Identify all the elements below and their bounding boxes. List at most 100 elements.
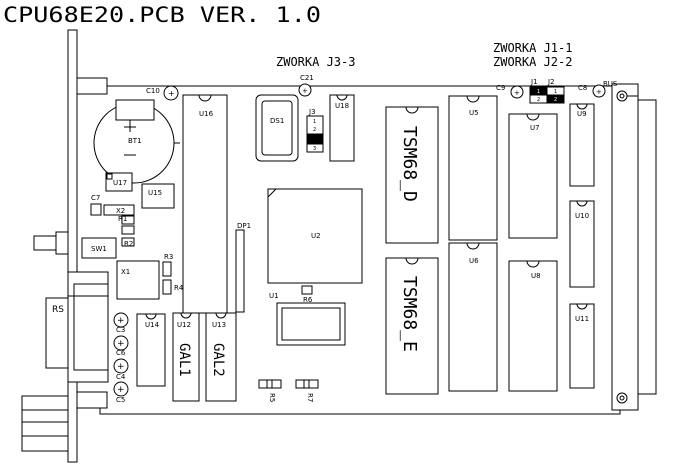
chip-u10 bbox=[569, 200, 595, 288]
j3-pin-1: 1 bbox=[313, 119, 316, 125]
cap-c4: + bbox=[113, 358, 129, 374]
cap-c6: + bbox=[113, 335, 129, 351]
j2-pin-1: 1 bbox=[554, 89, 557, 95]
resistor-r5 bbox=[258, 379, 282, 389]
chip-u17 bbox=[105, 172, 133, 192]
resistor-r6 bbox=[301, 285, 313, 295]
note-zworka-j22: ZWORKA J2-2 bbox=[493, 55, 572, 69]
cap-c9: + bbox=[510, 85, 524, 99]
ref-c4: C4 bbox=[116, 373, 126, 381]
ref-u13: U13 bbox=[212, 321, 226, 329]
ref-r7: R7 bbox=[306, 393, 314, 402]
resistor-r3 bbox=[162, 261, 172, 295]
ref-x2: X2 bbox=[116, 207, 125, 215]
cap-c5: + bbox=[113, 381, 129, 397]
ref-u8: U8 bbox=[531, 272, 541, 280]
ref-u15: U15 bbox=[148, 189, 162, 197]
ref-u17: U17 bbox=[113, 179, 127, 187]
ref-c10: C10 bbox=[146, 87, 160, 95]
ref-u6: U6 bbox=[469, 257, 479, 265]
ref-u18: U18 bbox=[335, 102, 349, 110]
j3-pin-2: 2 bbox=[313, 127, 316, 133]
switch-sw1 bbox=[81, 237, 117, 259]
svg-text:+: + bbox=[596, 88, 602, 96]
ref-ds1: DS1 bbox=[270, 117, 284, 125]
component-dp1 bbox=[235, 229, 245, 313]
ref-u5: U5 bbox=[469, 109, 479, 117]
note-zworka-j33: ZWORKA J3-3 bbox=[276, 55, 355, 69]
chip-u18 bbox=[329, 94, 355, 162]
ref-u11: U11 bbox=[575, 315, 589, 323]
ref-u7: U7 bbox=[530, 124, 540, 132]
rs-connector bbox=[45, 271, 109, 383]
j1-pin-2: 2 bbox=[537, 97, 540, 103]
chip-u2 bbox=[267, 188, 363, 284]
ref-r5: R5 bbox=[268, 393, 276, 402]
resistor-r1 bbox=[121, 215, 135, 247]
ref-c5: C5 bbox=[116, 396, 125, 404]
pcb-outline bbox=[76, 77, 621, 415]
ref-r4: R4 bbox=[174, 284, 184, 292]
label-tsm68-e: TSM68_E bbox=[399, 276, 420, 352]
j2-pin-2: 2 bbox=[554, 97, 557, 103]
ref-rs: RS bbox=[52, 305, 64, 315]
ref-r2: R2 bbox=[124, 240, 133, 248]
chip-u7 bbox=[508, 113, 558, 239]
ref-u14: U14 bbox=[145, 321, 160, 329]
chip-u16 bbox=[182, 94, 228, 314]
svg-text:+: + bbox=[117, 316, 125, 326]
ref-u12: U12 bbox=[177, 321, 191, 329]
svg-text:+: + bbox=[168, 89, 175, 98]
chip-u9 bbox=[569, 103, 595, 187]
svg-text:+: + bbox=[117, 385, 125, 395]
svg-text:+: + bbox=[117, 339, 125, 349]
jumper-j1-j2 bbox=[529, 86, 565, 104]
chip-tsm68-d bbox=[385, 106, 439, 244]
chip-u6 bbox=[448, 242, 498, 392]
ref-r1: R1 bbox=[118, 215, 127, 223]
ref-j1: J1 bbox=[530, 78, 538, 86]
ref-c9: C9 bbox=[496, 84, 505, 92]
svg-text:+: + bbox=[514, 89, 520, 97]
crystal-x2 bbox=[103, 204, 135, 216]
chip-u13 bbox=[205, 312, 237, 402]
ref-u9: U9 bbox=[577, 110, 587, 118]
chip-u12 bbox=[172, 312, 200, 402]
chip-tsm68-e bbox=[385, 257, 439, 395]
battery-bt1 bbox=[93, 99, 180, 184]
ref-c21: C21 bbox=[300, 74, 314, 82]
svg-text:+: + bbox=[117, 362, 125, 372]
cap-c3: + bbox=[113, 312, 129, 328]
ref-sw1: SW1 bbox=[91, 245, 107, 253]
chip-u5 bbox=[448, 95, 498, 241]
cap-c21: + bbox=[298, 83, 312, 97]
note-zworka-j11: ZWORKA J1-1 bbox=[493, 41, 572, 55]
label-gal1: GAL1 bbox=[176, 343, 192, 377]
cap-c10: + bbox=[163, 85, 179, 101]
ref-bt1: BT1 bbox=[128, 137, 142, 145]
ref-r6: R6 bbox=[303, 296, 313, 304]
j1-pin-1: 1 bbox=[537, 89, 540, 95]
ref-r3: R3 bbox=[164, 253, 173, 261]
ref-j3: J3 bbox=[308, 108, 316, 116]
crystal-x1 bbox=[116, 260, 160, 300]
label-tsm68-d: TSM68_D bbox=[399, 126, 420, 202]
ref-u16: U16 bbox=[199, 110, 214, 118]
chip-u14 bbox=[136, 313, 166, 387]
ref-u1: U1 bbox=[269, 292, 279, 300]
ref-dp1: DP1 bbox=[237, 222, 251, 230]
ref-bus: BUS bbox=[603, 80, 618, 88]
j3-pin-3: 3 bbox=[313, 146, 316, 152]
svg-text:+: + bbox=[302, 87, 308, 95]
front-panel-bracket bbox=[21, 29, 78, 463]
resistor-r7 bbox=[295, 379, 319, 389]
chip-u11 bbox=[569, 303, 595, 389]
bus-connector bbox=[611, 83, 657, 411]
component-ds1 bbox=[255, 94, 299, 162]
cap-c8: + bbox=[592, 84, 606, 98]
ref-j2: J2 bbox=[547, 78, 555, 86]
ref-c6: C6 bbox=[116, 349, 126, 357]
ref-x1: X1 bbox=[121, 268, 130, 276]
ref-c3: C3 bbox=[116, 326, 125, 334]
